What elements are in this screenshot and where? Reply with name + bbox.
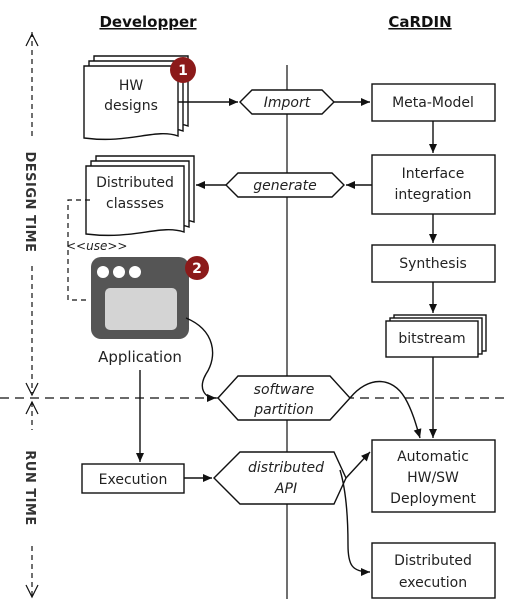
run-axis-bottom-arrow [25,584,39,599]
hw-designs-document: HW designs [83,55,189,141]
software-partition-step: software partition [217,375,351,421]
automatic-deployment-line2: HW/SW [407,470,459,486]
meta-model-label: Meta-Model [392,95,474,111]
interface-integration-line2: integration [395,187,472,203]
distributed-classes-line2: classses [106,196,164,212]
automatic-deployment-box: Automatic HW/SW Deployment [371,439,496,513]
distributed-classes-document: Distributed classses [85,155,195,237]
interface-integration-box: Interface integration [371,154,496,215]
automatic-deployment-line1: Automatic [397,449,469,465]
distributed-api-line2: API [274,481,297,497]
generate-step: generate [225,172,345,198]
distributed-api-line1: distributed [248,460,324,476]
distributed-classes-line1: Distributed [96,175,174,191]
distributed-execution-box: Distributed execution [371,542,496,599]
developer-column-header: Developper [99,13,197,31]
application-window [91,257,189,339]
meta-model-box: Meta-Model [371,83,496,122]
step-badge-2: 2 [185,256,209,280]
distributed-execution-line1: Distributed [394,553,472,569]
step-badge-1: 1 [170,57,196,83]
arrow-application-to-partition [185,317,217,402]
synthesis-label: Synthesis [399,256,467,272]
generate-label: generate [253,178,316,194]
use-relation-label: <<use>> [66,239,127,253]
software-partition-line2: partition [253,402,313,418]
execution-label: Execution [99,472,168,488]
run-axis-top-arrow [25,400,39,415]
svg-text:2: 2 [192,261,202,277]
interface-integration-line1: Interface [402,166,465,182]
bitstream-stack: bitstream [385,314,487,358]
distributed-execution-line2: execution [399,575,467,591]
hw-designs-line1: HW [119,78,144,94]
cardin-column-header: CaRDIN [388,13,451,31]
design-axis-bottom-arrow [25,382,39,397]
software-partition-line1: software [254,382,315,398]
run-time-label: RUN TIME [22,450,37,526]
application-label: Application [98,348,182,366]
use-dependency-line [67,199,90,301]
automatic-deployment-line3: Deployment [390,491,476,507]
distributed-api-step: distributed API [213,451,347,505]
arrow-partition-to-deployment [349,381,422,439]
svg-text:1: 1 [178,63,188,79]
design-axis-top-arrow [25,32,39,47]
arrow-api-to-deployment [345,451,371,479]
import-label: Import [264,95,311,111]
synthesis-box: Synthesis [371,244,496,283]
bitstream-label: bitstream [398,331,465,347]
design-time-label: DESIGN TIME [22,152,37,253]
arrow-api-to-distributed-execution [339,469,371,576]
import-step: Import [239,89,335,115]
hw-designs-line2: designs [104,98,158,114]
execution-box: Execution [81,463,185,494]
